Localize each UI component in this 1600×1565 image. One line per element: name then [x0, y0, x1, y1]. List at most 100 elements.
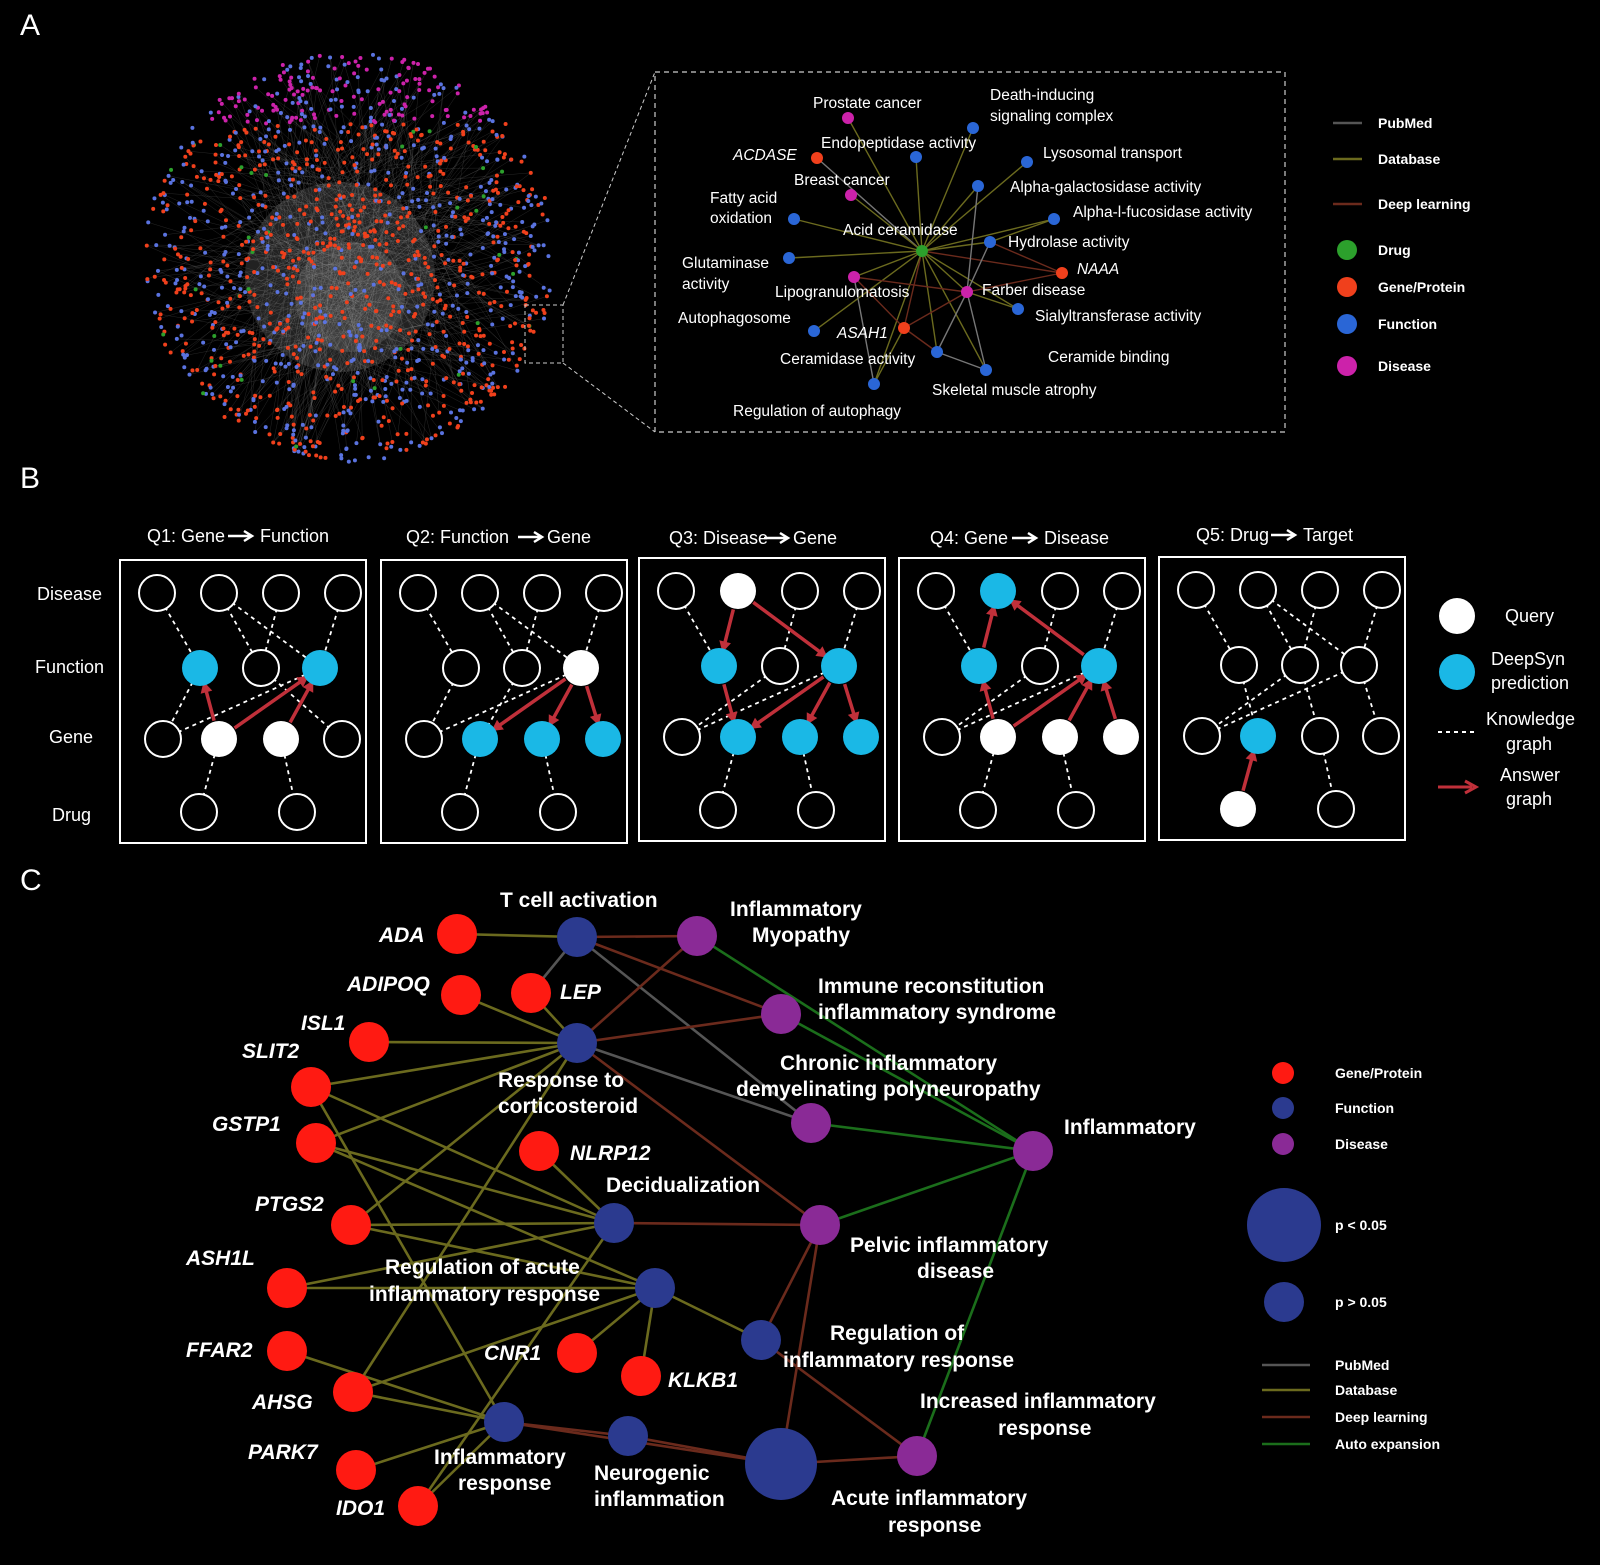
query-box-q2: [380, 559, 628, 844]
label-prostate-cancer: Prostate cancer: [813, 95, 922, 112]
subnet-node-hydro: [984, 236, 996, 248]
label-hydrolase-activity: Hydrolase activity: [1008, 234, 1130, 251]
gene-label-nlrp12: NLRP12: [570, 1142, 651, 1165]
q2-node-g2: [524, 721, 560, 757]
q5-node-f2: [1340, 646, 1378, 684]
query-box-q4: [898, 557, 1146, 842]
subnet-node-binding: [980, 364, 992, 376]
subnet-node-fuco: [1048, 213, 1060, 225]
q5-node-d1: [1239, 571, 1277, 609]
zoom-indicator: [524, 71, 1286, 433]
query-graph-q3: [638, 557, 886, 842]
c-node-ptgs2: [331, 1205, 371, 1245]
q4-node-f0: [961, 648, 997, 684]
function-label-reg-inflam-2: inflammatory response: [783, 1349, 1014, 1372]
q5-node-d0: [1177, 571, 1215, 609]
subnet-node-alphagal: [972, 180, 984, 192]
legend-c-disease-dot: [1272, 1133, 1294, 1155]
legend-c-deep-learning-label: Deep learning: [1335, 1409, 1428, 1425]
query-title-q5: Q5: Drug Target: [1196, 525, 1353, 545]
svg-text:Gene: Gene: [547, 527, 591, 547]
q4-node-d2: [1041, 572, 1079, 610]
row-label-gene: Gene: [49, 727, 93, 747]
q2-node-dr1: [539, 793, 577, 831]
q1-node-g3: [323, 720, 361, 758]
label-sialyltransferase: Sialyltransferase activity: [1035, 308, 1202, 325]
label-glutaminase: Glutaminase: [682, 255, 769, 272]
function-label-response: response: [458, 1472, 551, 1495]
gene-label-park7: PARK7: [248, 1441, 319, 1464]
legend-a-dot-4: [1337, 277, 1357, 297]
q4-node-g2: [1042, 719, 1078, 755]
legend-c-ns-node: [1264, 1282, 1304, 1322]
q5-node-g0: [1183, 717, 1221, 755]
gene-label-slit2: SLIT2: [242, 1040, 299, 1063]
panel-c-legend: Gene/Protein Function Disease p < 0.05 p…: [1247, 1062, 1440, 1452]
function-label-decidualization: Decidualization: [606, 1174, 760, 1197]
label-alpha-l-fucosidase: Alpha-l-fucosidase activity: [1073, 204, 1252, 221]
q3-node-d3: [843, 572, 881, 610]
q3-node-f2: [821, 648, 857, 684]
q1-node-f1: [242, 649, 280, 687]
q2-node-f2: [563, 650, 599, 686]
q2-node-f1: [503, 649, 541, 687]
q4-node-g1: [980, 719, 1016, 755]
query-graph-q1: [119, 559, 367, 844]
subnet-node-prostate: [842, 112, 854, 124]
q1-node-g0: [144, 720, 182, 758]
panel-c-disease-labels: Inflammatory Myopathy Immune reconstitut…: [730, 898, 1196, 1537]
c-node-cidp: [791, 1103, 831, 1143]
c-node-cnr1: [557, 1333, 597, 1373]
c-node-iris: [761, 994, 801, 1034]
subnet-node-endo: [910, 151, 922, 163]
q2-node-d1: [461, 574, 499, 612]
row-label-function: Function: [35, 657, 104, 677]
legend-c-function-dot: [1272, 1097, 1294, 1119]
zoom-box: [654, 71, 1286, 433]
disease-label-increased-2: response: [998, 1417, 1091, 1440]
c-node-ido1: [398, 1486, 438, 1526]
q5-node-g1: [1240, 718, 1276, 754]
q2-node-g3: [585, 721, 621, 757]
q4-node-d3: [1103, 572, 1141, 610]
subnet-node-sialyl: [1012, 303, 1024, 315]
panel-c-function-labels: T cell activation Response to corticoste…: [369, 889, 1014, 1511]
gene-label-ash1l: ASH1L: [185, 1247, 255, 1270]
subnet-node-acdase: [811, 152, 823, 164]
label-acdase: ACDASE: [732, 147, 797, 164]
subnet-node-naaa: [1056, 267, 1068, 279]
query-box-q5: [1158, 556, 1406, 841]
q3-node-g1: [720, 719, 756, 755]
legend-c-sig-node: [1247, 1188, 1321, 1262]
c-node-slit2: [291, 1067, 331, 1107]
function-label-neurogenic: Neurogenic: [594, 1462, 710, 1485]
disease-label-inflammatory: Inflammatory: [1064, 1116, 1196, 1139]
query-graph-q4: [898, 557, 1146, 842]
svg-text:Q5: Drug: Q5: Drug: [1196, 525, 1269, 545]
panel-b-row-labels: Disease Function Gene Drug: [35, 584, 104, 825]
q4-node-d0: [917, 572, 955, 610]
label-ceramidase-activity: Ceramidase activity: [780, 351, 915, 368]
subnet-node-center: [916, 245, 928, 257]
q3-node-f0: [701, 648, 737, 684]
function-label-corticosteroid: corticosteroid: [498, 1095, 638, 1118]
q1-node-dr1: [278, 793, 316, 831]
q1-node-g1: [201, 721, 237, 757]
c-node-lep: [511, 973, 551, 1013]
label-alpha-galactosidase: Alpha-galactosidase activity: [1010, 179, 1202, 196]
q1-node-f0: [182, 650, 218, 686]
q4-node-dr0: [959, 791, 997, 829]
q1-node-d2: [262, 574, 300, 612]
q1-node-d3: [324, 574, 362, 612]
legend-query-label: Query: [1505, 606, 1554, 626]
gene-label-ada: ADA: [378, 924, 425, 947]
q3-node-g3: [843, 719, 879, 755]
c-node-park7: [336, 1450, 376, 1490]
c-node-klkb1: [621, 1356, 661, 1396]
panel-b-query-graphs: [119, 556, 1406, 844]
c-node-reginf: [741, 1320, 781, 1360]
disease-label-inflammatory-myopathy-1: Inflammatory: [730, 898, 862, 921]
legend-a-dot-3: [1337, 240, 1357, 260]
disease-label-iris-2: inflammatory syndrome: [818, 1001, 1056, 1024]
